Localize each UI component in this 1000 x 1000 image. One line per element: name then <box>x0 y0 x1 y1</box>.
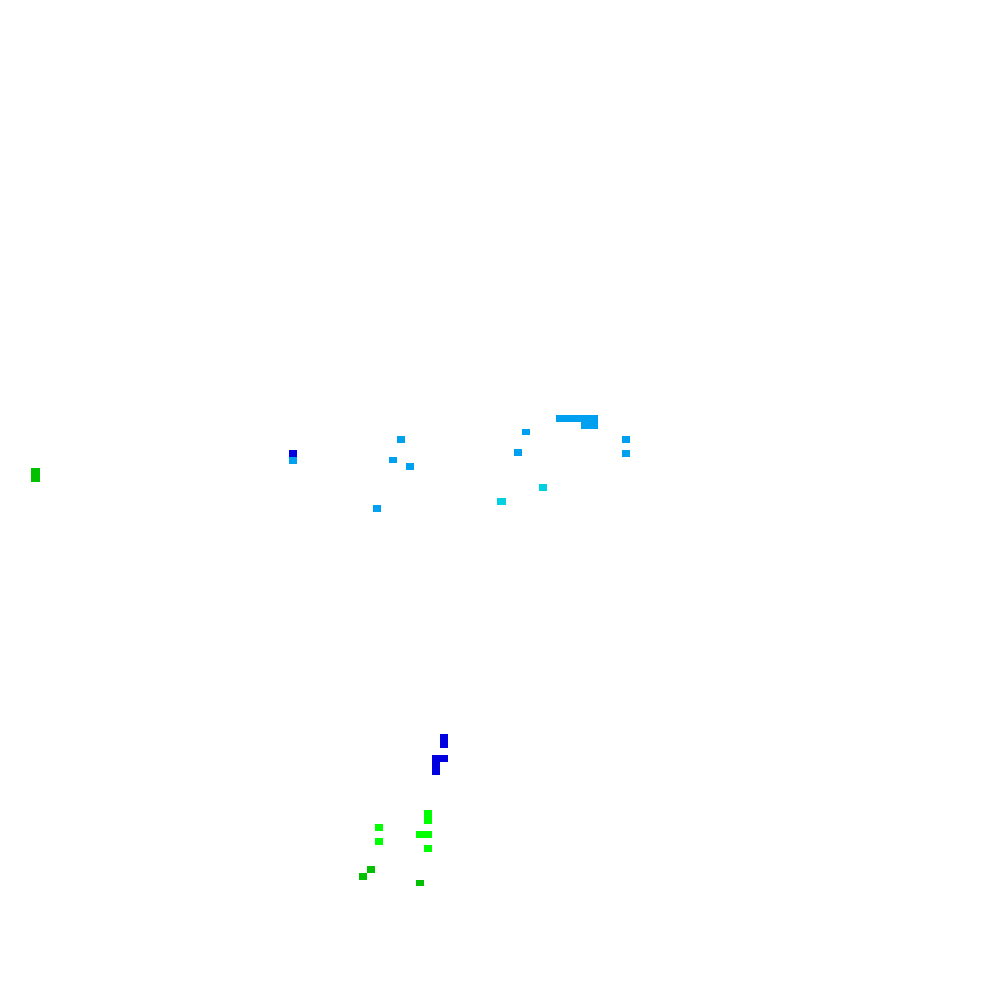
sky-blue-dot <box>622 436 630 443</box>
sky-blue-block <box>556 415 598 422</box>
mid-green-dot <box>359 873 367 880</box>
deep-blue-bar <box>432 755 440 775</box>
bright-green-bar <box>416 831 432 838</box>
sky-blue-dot <box>373 505 381 512</box>
sky-blue-dot <box>389 457 397 463</box>
deep-blue-bar <box>432 755 448 762</box>
sky-blue-dot <box>622 450 630 457</box>
sky-blue-dot <box>406 463 414 470</box>
bright-green-bar <box>424 810 432 824</box>
sky-blue-dot <box>514 449 522 456</box>
sky-blue-dot <box>522 429 530 435</box>
cyan-dot <box>539 484 547 491</box>
mid-green-dot <box>367 866 375 873</box>
bright-green-dot <box>375 824 383 831</box>
bright-green-dot <box>375 838 383 845</box>
sky-blue-dot <box>289 457 297 464</box>
deep-blue-bar <box>440 734 448 748</box>
bright-green-dot <box>424 845 432 852</box>
deep-blue-dot <box>289 450 297 457</box>
cyan-dot <box>497 498 506 505</box>
sky-blue-dot <box>397 436 405 443</box>
mid-green-bar <box>31 468 40 482</box>
sky-blue-block <box>581 415 598 429</box>
mid-green-dot <box>416 880 424 886</box>
